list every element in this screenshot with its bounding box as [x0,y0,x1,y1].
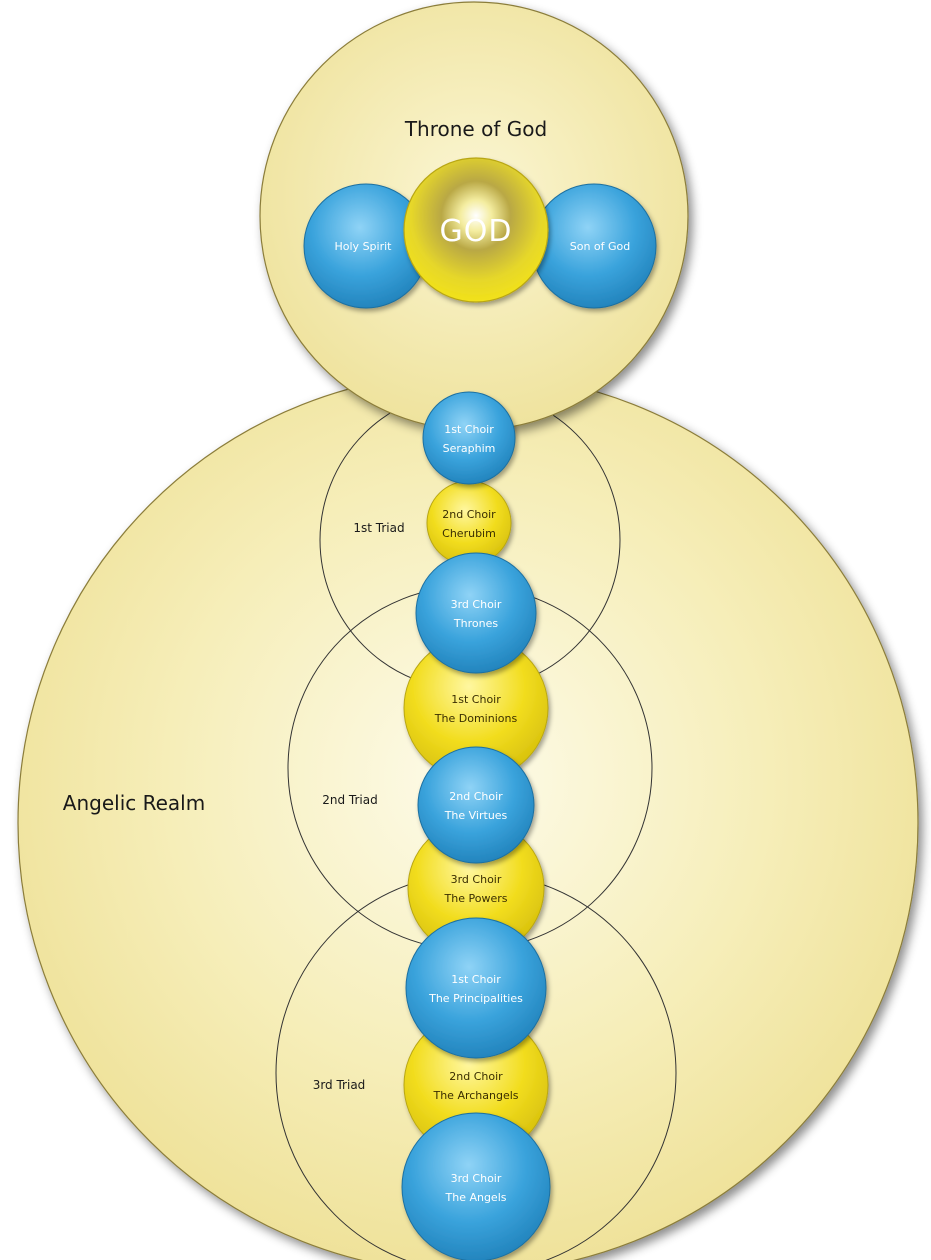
choir-name-label: The Virtues [444,809,508,822]
choir-orb-circle [426,480,512,566]
choir-number-label: 2nd Choir [449,790,503,803]
choir-orb-circle [405,917,547,1059]
choir-name-label: Thrones [453,617,498,630]
choir-name-label: The Principalities [428,992,523,1005]
choir-number-label: 3rd Choir [451,873,502,886]
choir-name-label: The Dominions [434,712,518,725]
choir-number-label: 1st Choir [444,423,494,436]
holy-spirit-label: Holy Spirit [335,240,393,253]
choir-orb-circle [415,552,537,674]
triad-2-label: 2nd Triad [322,793,377,807]
choir-name-label: The Archangels [432,1089,518,1102]
choir-number-label: 3rd Choir [451,598,502,611]
triad-1-label: 1st Triad [353,521,404,535]
choir-orb-circle [417,746,535,864]
angelic-realm-label: Angelic Realm [63,791,205,815]
throne-title: Throne of God [404,117,547,141]
choir-number-label: 2nd Choir [442,508,496,521]
choir-number-label: 2nd Choir [449,1070,503,1083]
choir-name-label: The Angels [445,1191,507,1204]
triad-3-label: 3rd Triad [313,1078,366,1092]
choir-name-label: Cherubim [442,527,496,540]
choir-number-label: 3rd Choir [451,1172,502,1185]
choir-name-label: Seraphim [443,442,496,455]
choir-orb-circle [401,1112,551,1260]
god-label: GOD [440,214,513,249]
choir-name-label: The Powers [444,892,508,905]
choir-number-label: 1st Choir [451,693,501,706]
god-orb [403,157,549,303]
choir-orb-circle [422,391,516,485]
son-of-god-label: Son of God [570,240,631,253]
choir-number-label: 1st Choir [451,973,501,986]
